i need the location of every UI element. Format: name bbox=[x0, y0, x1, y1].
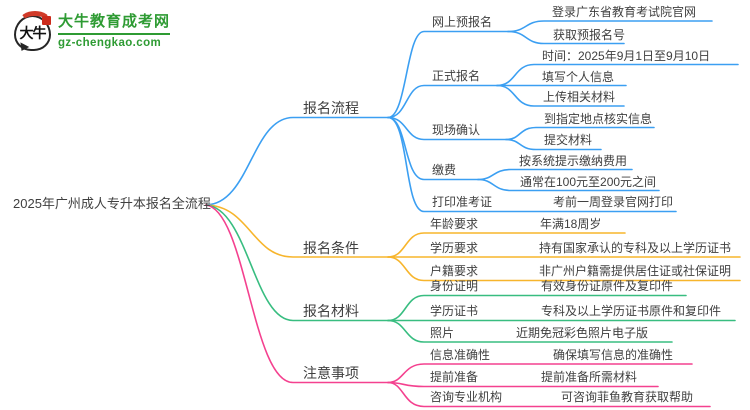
leaf-label: 非广州户籍需提供居住证或社保证明 bbox=[539, 264, 732, 278]
subtopic-label: 身份证明 bbox=[430, 279, 479, 293]
subtopic-label: 打印准考证 bbox=[432, 195, 493, 209]
leaf-label: 时间：2025年9月1日至9月10日 bbox=[542, 49, 711, 63]
leaf-label: 到指定地点核实信息 bbox=[544, 112, 653, 126]
logo-arc-icon bbox=[19, 11, 51, 32]
leaf-label: 填写个人信息 bbox=[542, 70, 615, 84]
branch-lines-notes bbox=[205, 204, 711, 408]
leaf-label: 上传相关材料 bbox=[543, 90, 616, 104]
branch-label-notes: 注意事项 bbox=[303, 365, 359, 381]
subtopic-label: 户籍要求 bbox=[430, 264, 479, 278]
subtopic-label: 提前准备 bbox=[430, 370, 479, 384]
branch-lines-registration-process bbox=[205, 20, 739, 213]
branch-label-registration-process: 报名流程 bbox=[303, 100, 359, 116]
logo-text: 大牛教育成考网 gz-chengkao.com bbox=[58, 10, 171, 49]
logo-seal-icon bbox=[42, 16, 51, 25]
leaf-label: 通常在100元至200元之间 bbox=[520, 175, 657, 189]
logo-bubble-icon: 大牛 bbox=[14, 11, 51, 51]
subtopic-label: 信息准确性 bbox=[430, 348, 491, 362]
leaf-label: 确保填写信息的准确性 bbox=[553, 348, 674, 362]
branch-lines-registration-materials bbox=[205, 204, 736, 343]
leaf-label: 提交材料 bbox=[544, 133, 593, 147]
leaf-label: 考前一周登录官网打印 bbox=[553, 195, 674, 209]
subtopic-label: 缴费 bbox=[432, 163, 457, 177]
leaf-label: 按系统提示缴纳费用 bbox=[519, 154, 628, 168]
leaf-label: 近期免冠彩色照片电子版 bbox=[516, 326, 649, 340]
subtopic-label: 照片 bbox=[430, 326, 455, 340]
subtopic-label: 年龄要求 bbox=[430, 217, 479, 231]
subtopic-label: 学历要求 bbox=[430, 241, 479, 255]
logo-characters: 大牛 bbox=[19, 25, 47, 41]
leaf-label: 登录广东省教育考试院官网 bbox=[552, 5, 697, 19]
leaf-label: 获取预报名号 bbox=[553, 28, 626, 42]
subtopic-label: 学历证书 bbox=[430, 304, 479, 318]
leaf-label: 持有国家承认的专科及以上学历证书 bbox=[539, 241, 732, 255]
leaf-label: 提前准备所需材料 bbox=[541, 370, 638, 384]
leaf-label: 可咨询菲鱼教育获取帮助 bbox=[561, 390, 694, 404]
subtopic-label: 咨询专业机构 bbox=[430, 390, 503, 404]
root-node: 2025年广州成人专升本报名全流程 bbox=[13, 196, 211, 211]
leaf-label: 专科及以上学历证书原件和复印件 bbox=[541, 304, 722, 318]
branch-label-registration-materials: 报名材料 bbox=[303, 303, 359, 319]
leaf-label: 有效身份证原件及复印件 bbox=[541, 279, 674, 293]
subtopic-label: 正式报名 bbox=[432, 69, 481, 83]
leaf-label: 年满18周岁 bbox=[540, 217, 602, 231]
branch-label-registration-requirements: 报名条件 bbox=[303, 240, 359, 256]
logo-brand-name: 大牛教育成考网 bbox=[58, 13, 171, 30]
logo-domain: gz-chengkao.com bbox=[58, 33, 171, 49]
subtopic-label: 现场确认 bbox=[432, 123, 481, 137]
site-logo: 大牛 大牛教育成考网 gz-chengkao.com bbox=[14, 10, 171, 51]
subtopic-label: 网上预报名 bbox=[432, 15, 493, 29]
branch-lines-registration-requirements bbox=[205, 204, 741, 282]
